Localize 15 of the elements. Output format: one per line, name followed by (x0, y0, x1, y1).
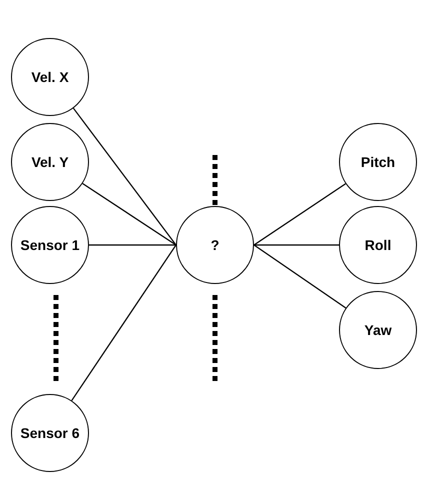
connector-line (254, 244, 346, 308)
connector-line (254, 183, 346, 246)
connector-line (71, 244, 176, 401)
connector-line (72, 108, 176, 246)
connector-line (254, 244, 339, 246)
node-label: Pitch (360, 154, 396, 170)
node-label: Vel. Y (31, 154, 69, 170)
node-label: Yaw (364, 322, 392, 338)
node-label: ? (210, 237, 220, 253)
node-label: Roll (364, 237, 392, 253)
connector-line (89, 244, 176, 246)
connector-line (82, 182, 176, 246)
node-label: Vel. X (31, 69, 69, 85)
node-label: Sensor 1 (20, 237, 80, 253)
node-label: Sensor 6 (20, 425, 80, 441)
